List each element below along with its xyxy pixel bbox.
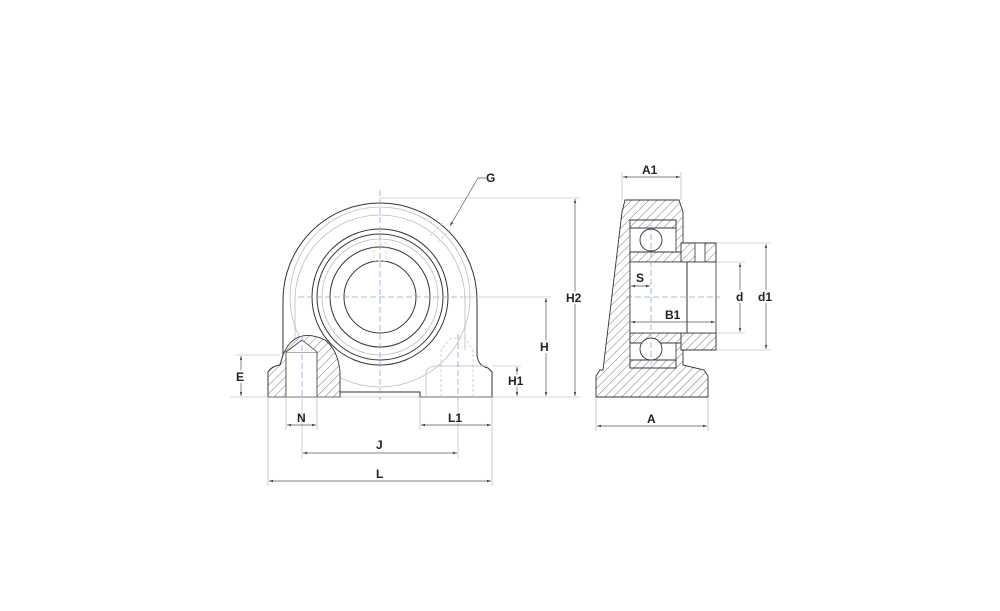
label-s: S (636, 271, 644, 285)
label-g: G (486, 171, 495, 185)
label-b1: B1 (665, 308, 681, 322)
outer-ring-top (629, 219, 677, 229)
label-d: d (736, 290, 743, 304)
housing-inner-contour (294, 214, 466, 350)
side-view: A1 S B1 d d1 A (595, 163, 774, 431)
label-h: H (540, 340, 549, 354)
label-l: L (376, 467, 383, 481)
label-j: J (376, 438, 383, 452)
set-screw (373, 242, 387, 262)
outer-ring-bottom (629, 359, 677, 369)
label-l1: L1 (448, 411, 462, 425)
bolt-hole (285, 351, 318, 398)
g-leader (450, 177, 486, 226)
right-bolt-hole-hidden (440, 337, 474, 397)
collar-set-screw (694, 242, 706, 263)
label-h1: H1 (508, 374, 524, 388)
label-h2: H2 (566, 291, 582, 305)
collar-bottom (680, 332, 717, 351)
right-foot-contour (425, 365, 488, 397)
front-view: G H2 H H1 E N L1 J L (230, 171, 584, 486)
label-a: A (647, 412, 656, 426)
label-d1: d1 (758, 290, 772, 304)
label-n: N (297, 411, 306, 425)
label-a1: A1 (642, 163, 658, 177)
label-e: E (236, 370, 244, 384)
